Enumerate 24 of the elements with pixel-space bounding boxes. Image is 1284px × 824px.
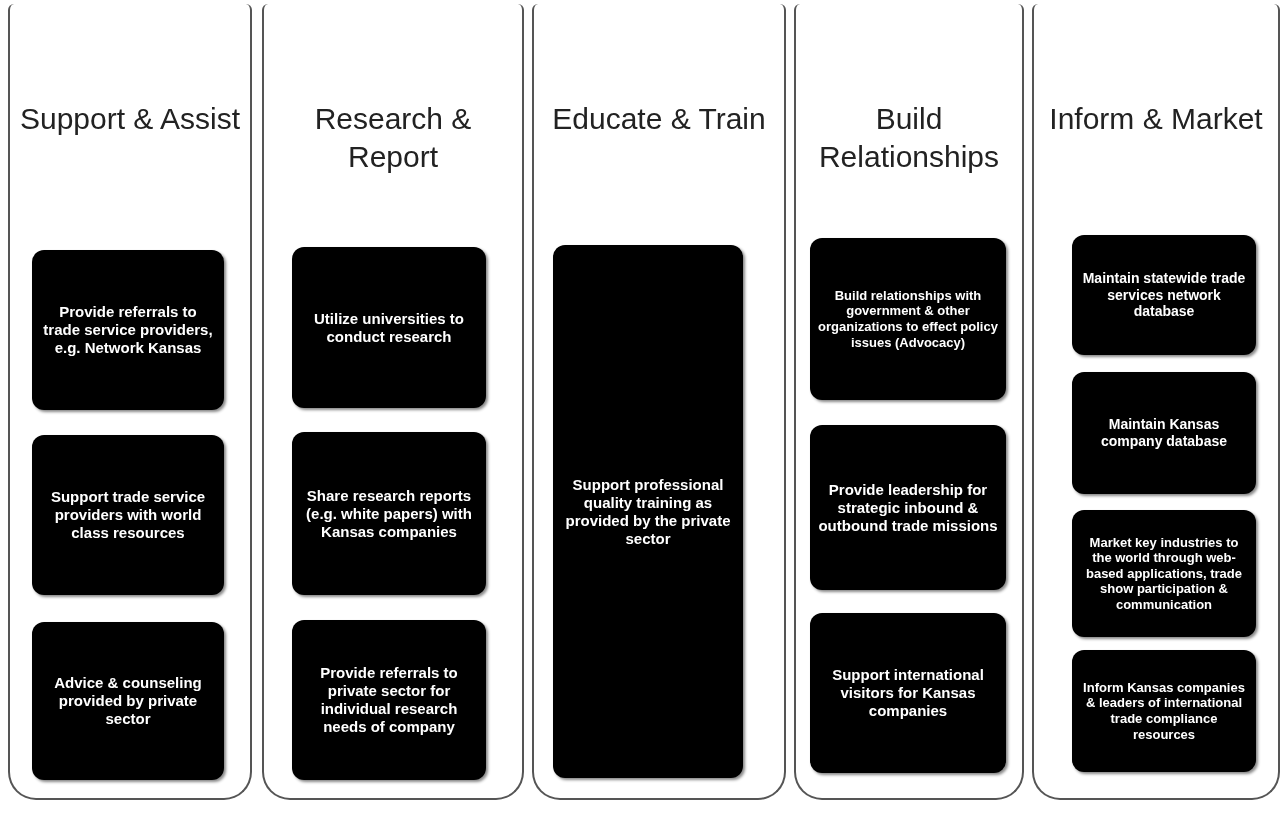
task-box: Provide referrals to private sector for individual research needs of company <box>292 620 486 780</box>
column-panel <box>532 4 786 800</box>
task-box: Maintain Kansas company database <box>1072 372 1256 494</box>
column-panel <box>262 4 524 800</box>
task-box: Inform Kansas companies & leaders of international trade compliance resources <box>1072 650 1256 772</box>
task-box: Advice & counseling provided by private sector <box>32 622 224 780</box>
task-box: Maintain statewide trade services network database <box>1072 235 1256 355</box>
column-panel <box>794 4 1024 800</box>
column-heading: Build Relationships <box>817 101 1001 175</box>
column-panel <box>1032 4 1280 800</box>
column-heading: Inform & Market <box>1048 101 1264 137</box>
task-box: Build relationships with government & other organizations to effect policy issues (Advocacy) <box>810 238 1006 400</box>
column-heading: Support & Assist <box>18 101 242 137</box>
column-panel <box>8 4 252 800</box>
task-box: Support trade service providers with world class resources <box>32 435 224 595</box>
task-box: Utilize universities to conduct research <box>292 247 486 408</box>
column-heading: Educate & Train <box>551 101 767 137</box>
task-box: Support professional quality training as provided by the private sector <box>553 245 743 778</box>
task-box: Market key industries to the world through web-based applications, trade show participation & communication <box>1072 510 1256 637</box>
task-box: Support international visitors for Kansas companies <box>810 613 1006 773</box>
task-box: Provide leadership for strategic inbound & outbound trade missions <box>810 425 1006 590</box>
task-box: Share research reports (e.g. white papers) with Kansas companies <box>292 432 486 595</box>
column-heading: Research & Report <box>313 101 473 175</box>
task-box: Provide referrals to trade service providers, e.g. Network Kansas <box>32 250 224 410</box>
